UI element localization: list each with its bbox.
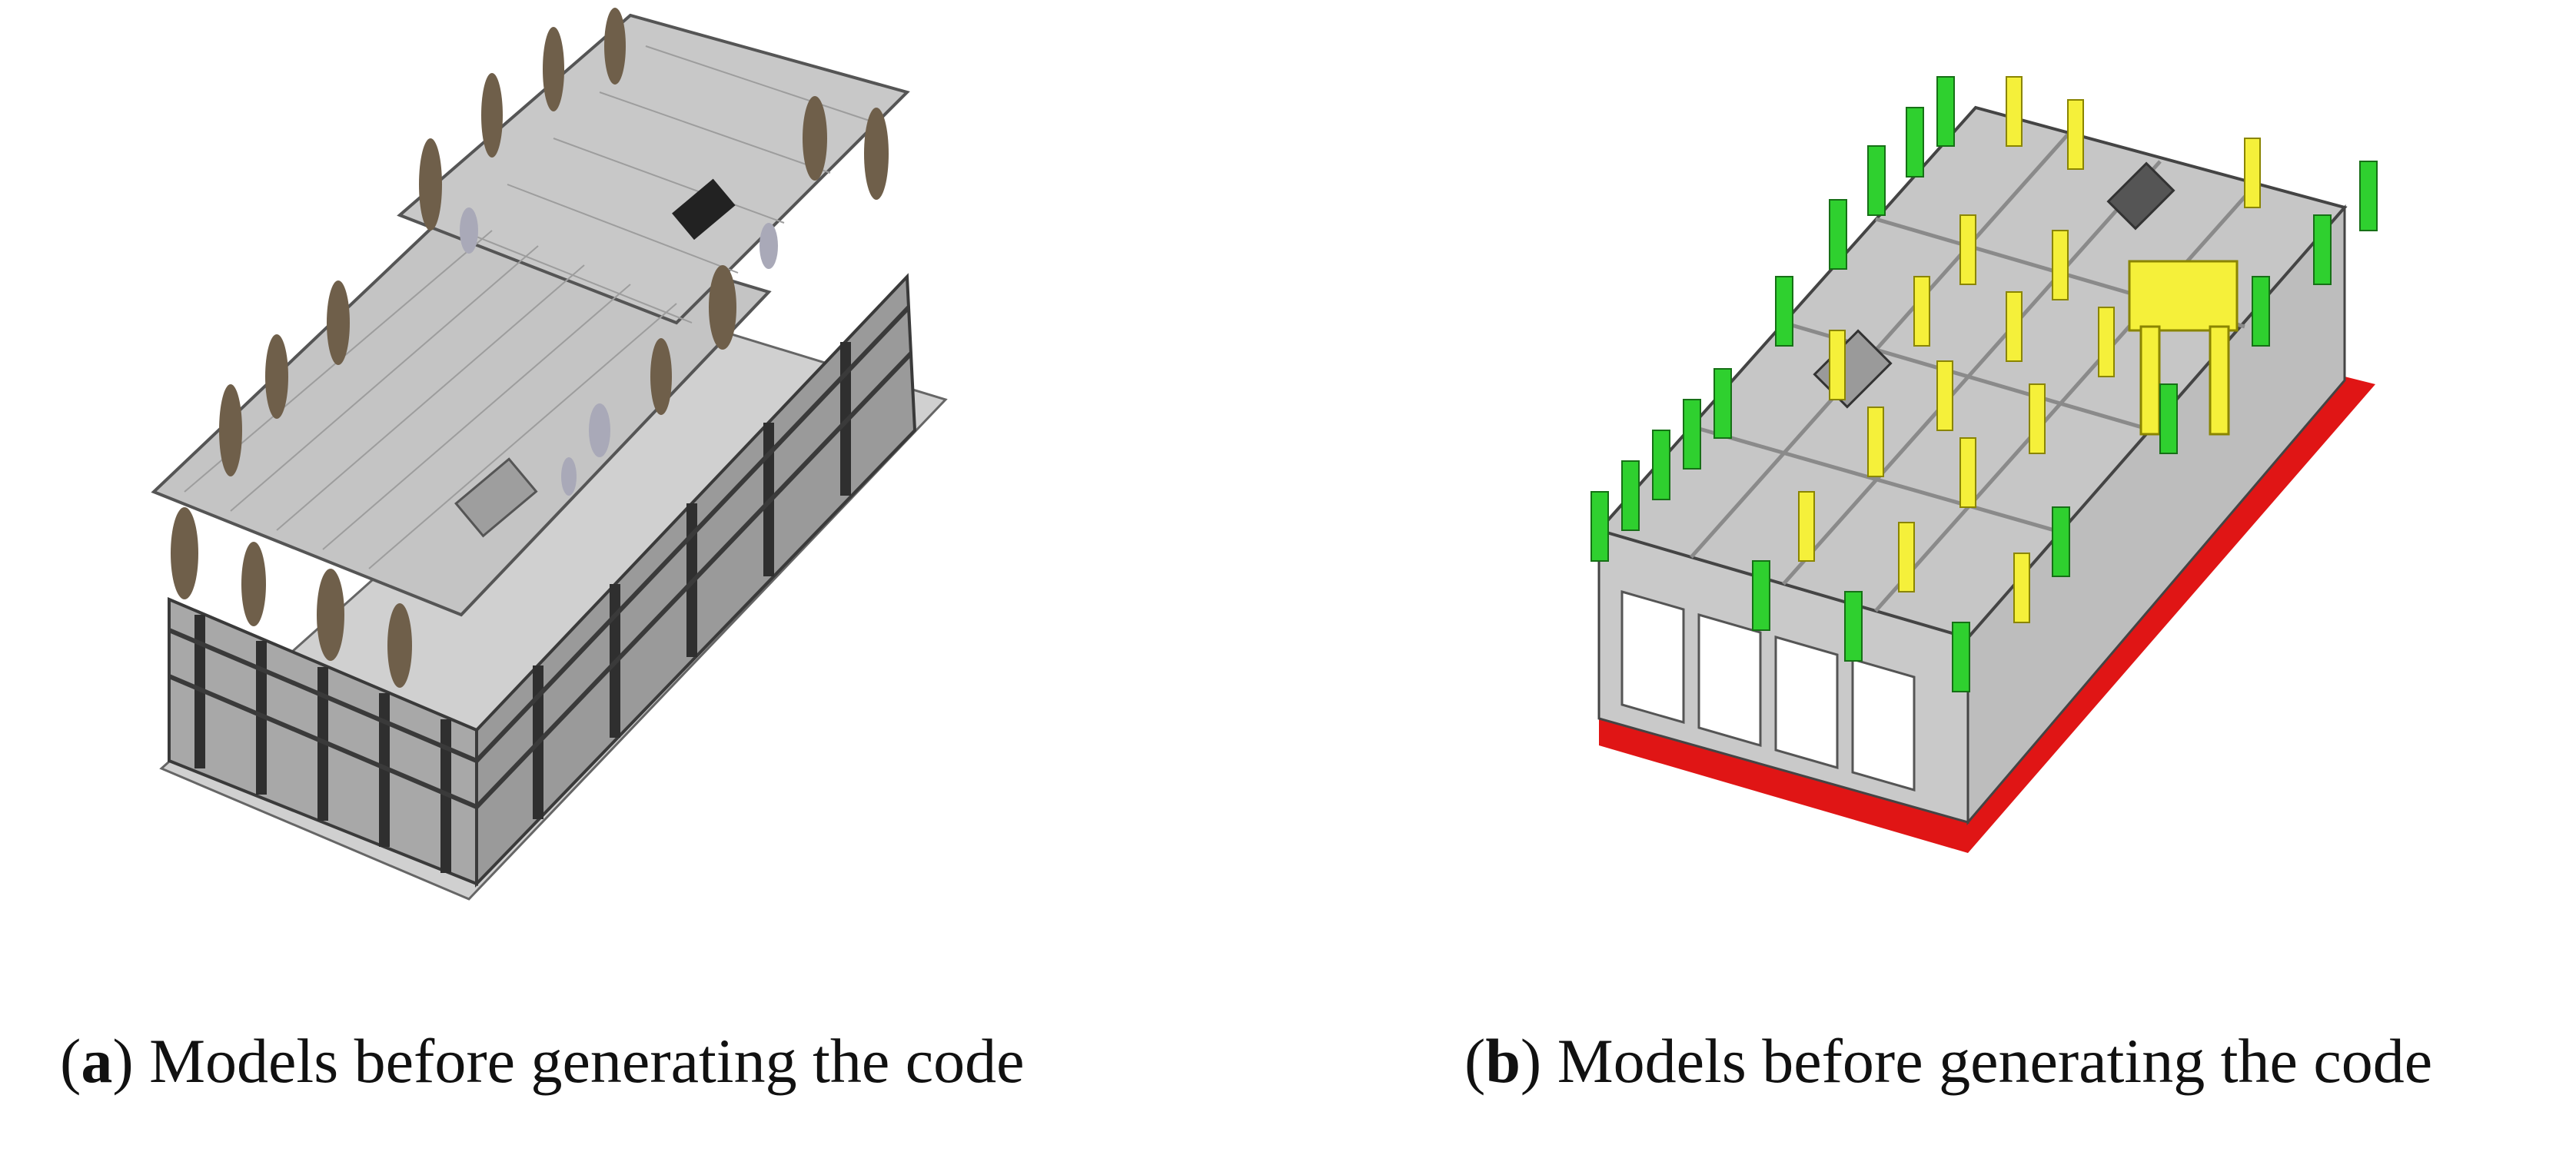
figure-panel-b — [1576, 0, 2437, 922]
slab-beams — [1690, 133, 2254, 612]
point-cloud-noise — [460, 207, 778, 496]
caption-b: (b) Models before generating the code — [1464, 1026, 2433, 1096]
yellow-columns — [1798, 76, 2261, 623]
caption-b-letter: b — [1485, 1026, 1521, 1096]
point-cloud-artifacts — [171, 8, 889, 688]
slab-texture — [184, 45, 877, 569]
caption-a: (a) Models before generating the code — [60, 1026, 1025, 1096]
caption-a-letter: a — [81, 1026, 113, 1096]
figure-panel-a — [138, 0, 999, 922]
caption-a-text: Models before generating the code — [149, 1026, 1025, 1096]
yellow-core — [2128, 260, 2239, 436]
model-illustration-b — [1590, 76, 2378, 853]
beam-lines — [168, 305, 913, 810]
green-columns — [1590, 76, 2378, 692]
slab-opening — [454, 457, 538, 538]
frame-openings — [1620, 590, 1916, 792]
caption-b-text: Models before generating the code — [1557, 1026, 2433, 1096]
stair-opening — [2106, 161, 2175, 231]
stair-opening — [672, 178, 736, 241]
model-illustration-a — [151, 8, 948, 901]
slab-front — [151, 197, 772, 617]
